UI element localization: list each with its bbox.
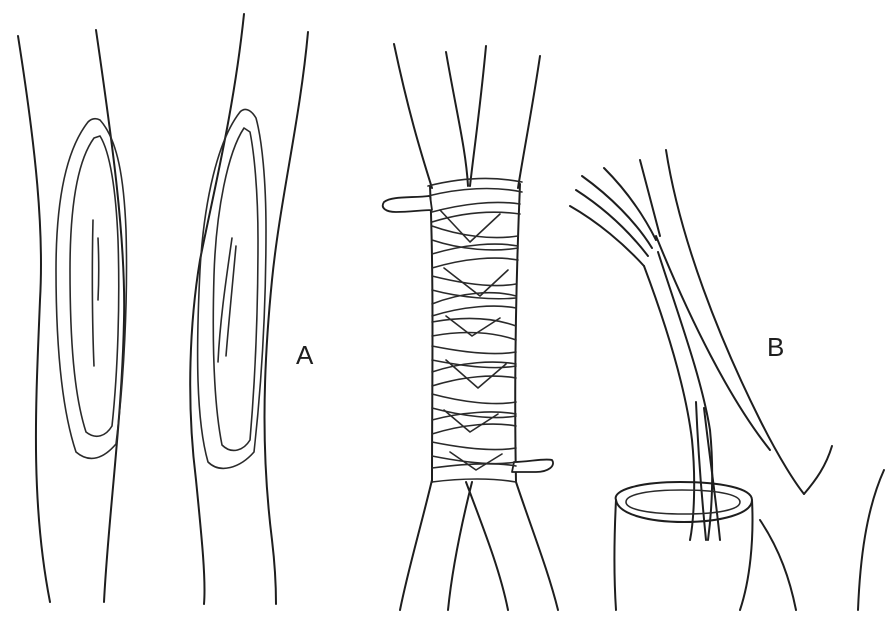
lower-stem-line-4 [516,482,558,610]
wrap-side-right [515,184,520,482]
upper-stem-line-3 [470,46,486,186]
stock-side-right [740,500,753,610]
wrap-band-5 [432,276,516,299]
stock-side-left [615,500,617,610]
bark-slit-left-tick [98,238,99,300]
wrap-band-13 [432,464,516,482]
stock-rim-outer [616,482,752,522]
wrap-band-4 [432,244,518,268]
stem-left-outline-left [18,36,50,602]
wrap-side-left [430,186,433,482]
wrap-band-1 [428,179,522,196]
wrap-diagonal-2 [444,268,508,296]
wrap-band-10 [432,394,516,418]
bark-slit-left [92,220,94,366]
wrap-band-12 [432,442,516,464]
wrap-band-2 [432,202,520,222]
lower-stem-line-1 [400,480,432,610]
wrapped-graft [383,44,558,610]
stock-rim-inner [626,490,740,514]
wrap-band-11 [432,412,516,434]
branch-lower [760,520,796,610]
branch-junction [804,446,832,494]
wrap-band-6 [432,293,516,316]
branch-edge-right [858,470,884,610]
wrap-band-7 [432,319,516,340]
upper-stem-line-1 [394,44,432,188]
scion-tip-3 [570,206,644,266]
stem-right-a [190,14,308,604]
stem-left [18,30,127,602]
label-b: B [767,334,784,360]
scion-tip-5 [640,160,660,236]
label-a: A [296,342,313,368]
scion-stem-right-a [696,402,706,540]
bark-slit-a2 [218,238,232,362]
scion-tip-4 [604,168,656,240]
bark-cut-outer-left [56,119,127,459]
wrap-strip-top-end [383,196,432,212]
wrap-strip-bottom-end [512,459,553,472]
bark-slit-a2-tick [226,246,236,356]
lower-stem-line-3 [448,482,472,610]
bark-cut-inner-left [70,136,119,436]
branch-outer [666,150,804,494]
stem-a2-outline-right [265,32,309,604]
upper-stem-line-2 [446,52,468,186]
scion-tip-1 [582,176,652,248]
lower-stem-line-2 [466,482,508,610]
stem-left-outline-right [96,30,124,602]
branch-inner [656,236,770,450]
wrap-band-8 [432,346,516,368]
upper-stem-line-4 [518,56,540,188]
bark-cut-inner-a2 [213,128,258,450]
cleft-graft [570,150,884,610]
